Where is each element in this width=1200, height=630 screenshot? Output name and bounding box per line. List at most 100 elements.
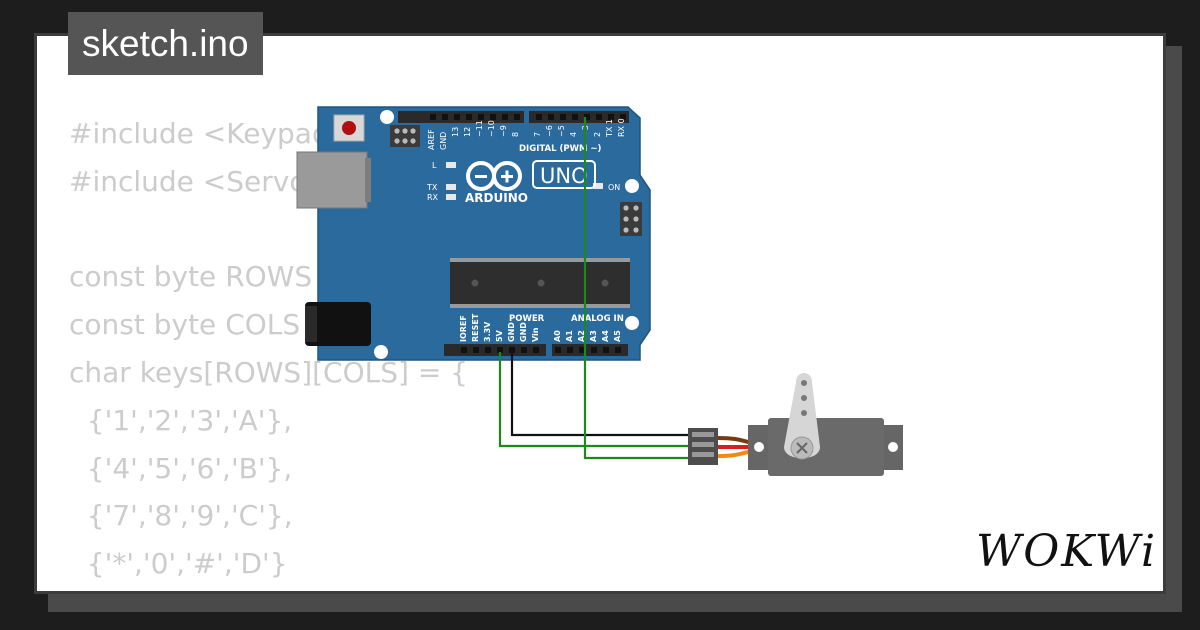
servo-motor[interactable] bbox=[688, 373, 903, 476]
mount-hole bbox=[625, 316, 639, 330]
led-tx bbox=[446, 184, 456, 190]
reset-button-cap bbox=[342, 121, 356, 135]
header-pin[interactable] bbox=[473, 347, 479, 353]
header-pin[interactable] bbox=[514, 114, 520, 120]
arduino-model: UNO bbox=[540, 164, 588, 188]
analog-pin-label: A4 bbox=[601, 330, 610, 342]
digital-pin-label: ~5 bbox=[557, 125, 566, 137]
wokwi-logo: WOKWi bbox=[976, 526, 1158, 577]
header-pin[interactable] bbox=[596, 114, 602, 120]
analog-label: ANALOG IN bbox=[571, 314, 624, 324]
power-pin-label: Vin bbox=[531, 327, 540, 342]
digital-pin-label: 8 bbox=[511, 132, 520, 137]
header-pin[interactable] bbox=[560, 114, 566, 120]
header-pin[interactable] bbox=[536, 114, 542, 120]
signal-wire[interactable] bbox=[583, 117, 690, 460]
power-pin-label: GND bbox=[507, 322, 516, 342]
power-wire[interactable] bbox=[498, 352, 690, 448]
digital-pin-label: RX 0 bbox=[617, 118, 626, 137]
led-tx-label: TX bbox=[426, 183, 438, 192]
wires[interactable] bbox=[498, 117, 690, 460]
digital-pin-label: ~10 bbox=[487, 120, 496, 137]
ground-wire[interactable] bbox=[510, 352, 690, 437]
digital-pin-label: 12 bbox=[463, 127, 472, 137]
icsp-header-top bbox=[390, 125, 420, 147]
header-pin[interactable] bbox=[509, 347, 515, 353]
analog-pin-label: A5 bbox=[613, 330, 622, 342]
power-pin-label: RESET bbox=[471, 313, 480, 342]
led-l bbox=[446, 162, 456, 168]
usb-connector bbox=[296, 151, 368, 209]
code-line: {'4','5','6','B'}, bbox=[69, 451, 293, 485]
header-pin[interactable] bbox=[442, 114, 448, 120]
header-pin[interactable] bbox=[567, 347, 573, 353]
header-pin[interactable] bbox=[615, 347, 621, 353]
header-pin[interactable] bbox=[572, 114, 578, 120]
power-label: POWER bbox=[509, 314, 545, 324]
digital-header[interactable] bbox=[398, 111, 629, 123]
mount-hole bbox=[374, 345, 388, 359]
header-pin[interactable] bbox=[555, 347, 561, 353]
mount-hole bbox=[625, 179, 639, 193]
digital-pin-label: AREF bbox=[427, 129, 436, 150]
header-pin[interactable] bbox=[548, 114, 554, 120]
arduino-logo: ARDUINO UNO bbox=[465, 160, 596, 205]
header-pin[interactable] bbox=[490, 114, 496, 120]
digital-pin-label: 13 bbox=[451, 127, 460, 137]
digital-pin-label: ~9 bbox=[499, 125, 508, 137]
led-l-label: L bbox=[432, 161, 437, 170]
header-pin[interactable] bbox=[603, 347, 609, 353]
arduino-brand: ARDUINO bbox=[465, 191, 528, 205]
code-line: {'1','2','3','A'}, bbox=[69, 403, 293, 437]
led-on bbox=[593, 183, 603, 189]
power-pin-label: 3.3V bbox=[483, 321, 492, 342]
header-pin[interactable] bbox=[430, 114, 436, 120]
mount-hole bbox=[380, 110, 394, 124]
icsp-header-right bbox=[620, 202, 642, 236]
digital-pin-label: ~6 bbox=[545, 125, 554, 137]
header-pin[interactable] bbox=[521, 347, 527, 353]
digital-pin-label: TX 1 bbox=[605, 119, 614, 138]
header-pin[interactable] bbox=[620, 114, 626, 120]
digital-pin-label: 2 bbox=[593, 132, 602, 137]
digital-pin-label: GND bbox=[439, 132, 448, 150]
microcontroller-chip bbox=[450, 258, 630, 308]
header-pin[interactable] bbox=[579, 347, 585, 353]
digital-label: DIGITAL (PWM ~) bbox=[519, 144, 601, 154]
header-pin[interactable] bbox=[608, 114, 614, 120]
usb-connector-edge bbox=[365, 158, 371, 202]
header-pin[interactable] bbox=[533, 347, 539, 353]
power-jack bbox=[305, 302, 371, 346]
header-pin[interactable] bbox=[502, 114, 508, 120]
code-line: char keys[ROWS][COLS] = { bbox=[69, 355, 468, 389]
servo-wire-orange bbox=[717, 449, 753, 458]
header-pin[interactable] bbox=[497, 347, 503, 353]
led-on-label: ON bbox=[608, 183, 620, 192]
analog-pin-label: A3 bbox=[589, 330, 598, 342]
header-pin[interactable] bbox=[454, 114, 460, 120]
header-pin[interactable] bbox=[478, 114, 484, 120]
servo-wire-brown bbox=[717, 436, 753, 445]
header-pin[interactable] bbox=[461, 347, 467, 353]
digital-pin-label: ~11 bbox=[475, 120, 484, 137]
power-pin-label: 5V bbox=[495, 329, 504, 342]
digital-pin-label: 7 bbox=[533, 132, 542, 137]
power-jack-edge bbox=[305, 306, 317, 342]
power-analog-header[interactable] bbox=[444, 344, 628, 356]
file-tab[interactable]: sketch.ino bbox=[68, 12, 263, 75]
code-line: {'7','8','9','C'}, bbox=[69, 499, 293, 533]
code-line: {'*','0','#','D'} bbox=[69, 547, 288, 581]
analog-pin-label: A1 bbox=[565, 330, 574, 342]
analog-pin-label: A2 bbox=[577, 330, 586, 342]
header-pin[interactable] bbox=[485, 347, 491, 353]
header-pin[interactable] bbox=[466, 114, 472, 120]
servo-horn bbox=[784, 373, 820, 459]
analog-pin-label: A0 bbox=[553, 330, 562, 342]
power-pin-label: IOREF bbox=[459, 315, 468, 342]
header-pin[interactable] bbox=[584, 114, 590, 120]
header-pin[interactable] bbox=[591, 347, 597, 353]
led-rx bbox=[446, 194, 456, 200]
power-pin-label: GND bbox=[519, 322, 528, 342]
